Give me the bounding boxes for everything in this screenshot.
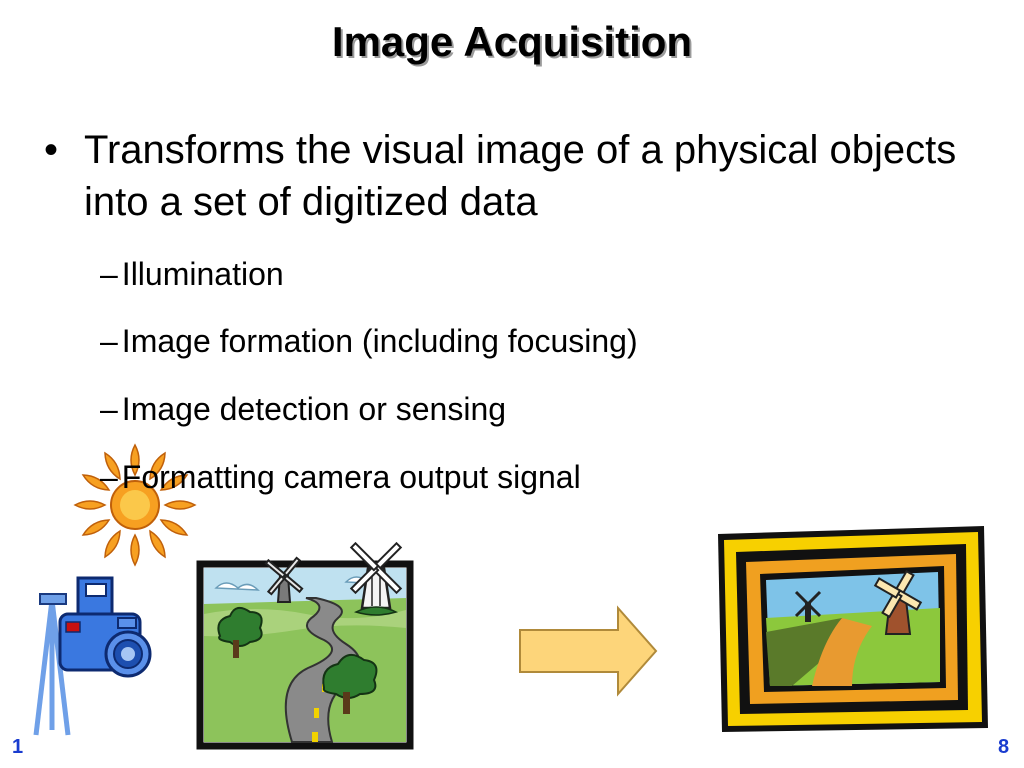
landscape-with-windmills-icon: [196, 541, 414, 750]
sub-bullet-text: Image detection or sensing: [121, 391, 507, 427]
framed-picture-icon: [718, 526, 988, 732]
sub-bullet-illumination: –Illumination: [100, 254, 284, 294]
page-number-left: 1: [12, 736, 24, 758]
sun-icon: [73, 443, 197, 567]
main-bullet: • Transforms the visual image of a physi…: [44, 124, 984, 228]
sub-bullet-dash: –: [100, 459, 118, 495]
right-arrow-icon: [519, 605, 658, 697]
bullet-marker: •: [44, 128, 59, 172]
sub-bullet-formatting-output: –Formatting camera output signal: [100, 457, 581, 497]
sub-bullet-text: Formatting camera output signal: [121, 459, 581, 495]
camera-on-tripod-icon: [33, 576, 152, 736]
page-number-right: 8: [998, 736, 1010, 758]
sub-bullet-dash: –: [100, 256, 118, 292]
slide-title: Image Acquisition: [331, 18, 693, 65]
sub-bullet-image-detection: –Image detection or sensing: [100, 389, 506, 429]
sub-bullet-dash: –: [100, 391, 118, 427]
main-bullet-text: Transforms the visual image of a physica…: [84, 128, 957, 224]
sub-bullet-image-formation: –Image formation (including focusing): [100, 321, 638, 361]
sub-bullet-text: Illumination: [121, 256, 284, 292]
sub-bullet-dash: –: [100, 323, 118, 359]
sub-bullet-text: Image formation (including focusing): [121, 323, 638, 359]
